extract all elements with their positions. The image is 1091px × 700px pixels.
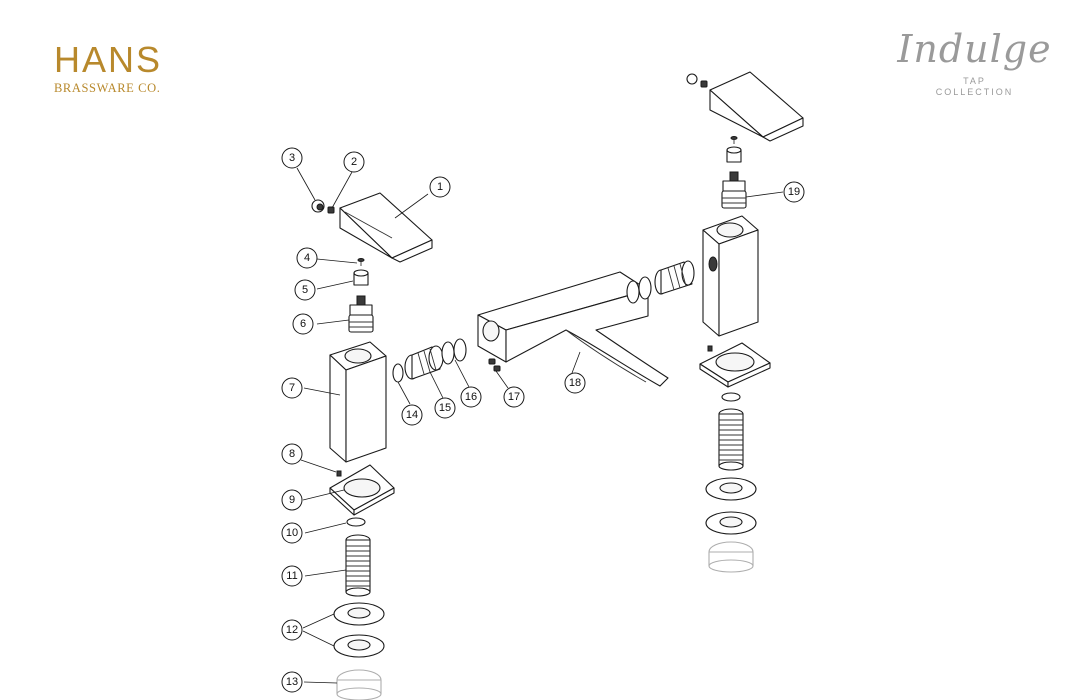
part-7-valve-body [329, 341, 387, 463]
callout-11: 11 [281, 565, 303, 587]
right-fixing-nut [708, 541, 754, 573]
right-backnut-washers [705, 477, 757, 535]
svg-text:16: 16 [465, 391, 477, 403]
part-18-spout [477, 271, 669, 387]
part-9-base-plate [329, 464, 395, 516]
collection-name: Indulge [897, 27, 1052, 71]
callout-3: 3 [281, 147, 303, 169]
svg-text:6: 6 [300, 318, 306, 330]
callout-10: 10 [281, 522, 303, 544]
part-1-handle [339, 192, 433, 263]
svg-text:14: 14 [406, 409, 418, 421]
svg-text:2: 2 [351, 156, 357, 168]
part-17-grub-screws [488, 358, 501, 372]
callout-7: 7 [281, 377, 303, 399]
callout-15: 15 [434, 397, 456, 419]
callout-2: 2 [343, 151, 365, 173]
svg-text:15: 15 [439, 402, 451, 414]
collection-logo: Indulge TAP COLLECTION [892, 22, 1057, 132]
callout-13: 13 [281, 671, 303, 693]
right-base-plate [699, 342, 771, 388]
right-threaded-shank [718, 408, 744, 471]
svg-text:18: 18 [569, 377, 581, 389]
brand-logo: HANS BRASSWARE CO. [54, 42, 162, 96]
svg-text:9: 9 [289, 494, 295, 506]
svg-text:19: 19 [788, 186, 800, 198]
part-15-connector [404, 345, 444, 380]
callout-12: 12 [281, 619, 303, 641]
brand-subtitle: BRASSWARE CO. [54, 81, 161, 95]
part-4-screw [357, 258, 365, 266]
part-10-washer [346, 517, 366, 527]
callout-8: 8 [281, 443, 303, 465]
svg-text:11: 11 [286, 570, 297, 582]
right-screw [730, 136, 738, 144]
right-adaptor [726, 146, 742, 163]
callout-19: 19 [783, 181, 805, 203]
callout-17: 17 [503, 386, 525, 408]
part-5-adaptor [353, 269, 369, 286]
right-connector-o-rings [626, 260, 695, 304]
part-11-threaded-shank [345, 534, 371, 597]
svg-text:7: 7 [289, 382, 295, 394]
part-2-grub-screw [327, 206, 335, 214]
callout-9: 9 [281, 489, 303, 511]
svg-text:12: 12 [286, 624, 298, 636]
callout-1: 1 [429, 176, 451, 198]
svg-text:8: 8 [289, 448, 295, 460]
part-19-cartridge [721, 171, 747, 209]
part-3-screw-cap [311, 199, 325, 213]
callout-18: 18 [564, 372, 586, 394]
callout-4: 4 [296, 247, 318, 269]
callout-16: 16 [460, 386, 482, 408]
leader-lines [296, 167, 784, 684]
svg-text:3: 3 [289, 152, 295, 164]
svg-text:5: 5 [302, 284, 308, 296]
collection-line1: TAP [963, 76, 986, 86]
svg-text:13: 13 [286, 676, 298, 688]
callout-5: 5 [294, 279, 316, 301]
part-12-backnut-washers [333, 602, 385, 658]
right-screw-cap [686, 73, 708, 88]
part-13-fixing-nut [336, 669, 382, 700]
brand-name: HANS [54, 39, 163, 80]
part-8-grub-screw [336, 470, 342, 477]
right-valve-body [702, 215, 759, 337]
svg-text:17: 17 [508, 391, 520, 403]
svg-text:10: 10 [286, 527, 298, 539]
right-washer [721, 392, 741, 402]
part-6-cartridge [348, 295, 374, 333]
collection-line2: COLLECTION [935, 87, 1014, 97]
callout-14: 14 [401, 404, 423, 426]
part-14-o-ring [392, 363, 404, 383]
part-16-o-rings [441, 338, 467, 365]
svg-text:1: 1 [437, 181, 443, 193]
right-handle [709, 71, 804, 142]
svg-text:4: 4 [304, 252, 310, 264]
callout-6: 6 [292, 313, 314, 335]
